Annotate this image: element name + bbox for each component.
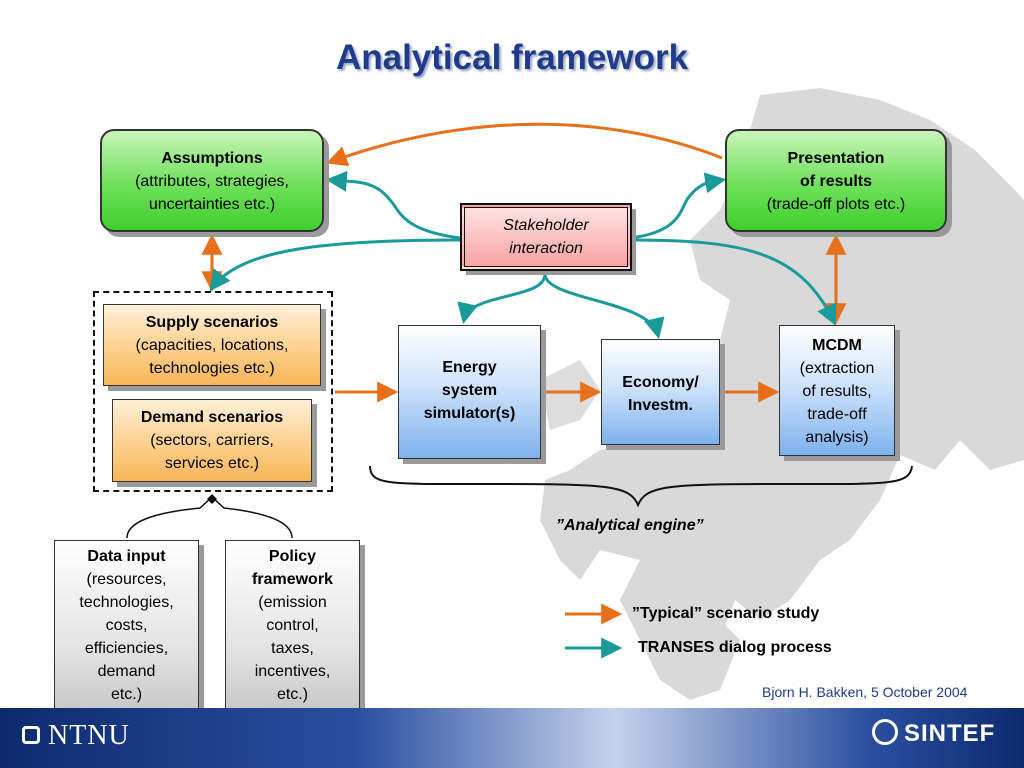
arrow-stakeholder-to-mcdm bbox=[629, 238, 837, 326]
energy-line: Energy bbox=[442, 359, 497, 376]
arrow-presentation-to-assumptions bbox=[326, 122, 723, 167]
legend-typical-scenario: ”Typical” scenario study bbox=[632, 605, 820, 622]
policy-line: control, bbox=[266, 617, 319, 634]
arrow-stakeholder-to-supply bbox=[209, 238, 461, 292]
data-input-box: Data input (resources, technologies, cos… bbox=[54, 540, 199, 717]
stakeholder-interaction-box: Stakeholder interaction bbox=[460, 203, 632, 271]
mcdm-line: analysis) bbox=[805, 429, 869, 446]
data-input-line: demand bbox=[97, 663, 156, 680]
mcdm-box: MCDM (extraction of results, trade-off a… bbox=[779, 325, 895, 456]
demand-heading: Demand scenarios bbox=[140, 409, 284, 426]
assumptions-line: uncertainties etc.) bbox=[148, 196, 276, 213]
presentation-heading: of results bbox=[799, 173, 872, 190]
presentation-heading: Presentation bbox=[787, 150, 885, 167]
demand-line: (sectors, carriers, bbox=[150, 432, 274, 449]
economy-line: Economy/ bbox=[622, 374, 699, 391]
legend-transes-dialog: TRANSES dialog process bbox=[638, 639, 832, 656]
mcdm-heading: MCDM bbox=[812, 337, 862, 354]
footer-bar bbox=[0, 708, 1024, 768]
ntnu-logo-text: NTNU bbox=[48, 720, 130, 751]
policy-heading: framework bbox=[252, 571, 333, 588]
data-input-line: efficiencies, bbox=[84, 640, 169, 657]
policy-line: etc.) bbox=[276, 686, 309, 703]
data-input-line: etc.) bbox=[110, 686, 143, 703]
economy-box: Economy/ Investm. bbox=[601, 339, 720, 445]
mcdm-line: (extraction bbox=[799, 360, 875, 377]
energy-line: simulator(s) bbox=[423, 405, 516, 422]
policy-line: incentives, bbox=[254, 663, 331, 680]
policy-framework-box: Policy framework (emission control, taxe… bbox=[225, 540, 360, 717]
ntnu-square-icon bbox=[22, 725, 40, 744]
policy-line: taxes, bbox=[271, 640, 314, 657]
connector-inputs-to-scenarios bbox=[126, 495, 293, 539]
mcdm-line: trade-off bbox=[807, 406, 867, 423]
analytical-engine-label: ”Analytical engine” bbox=[556, 517, 704, 534]
data-input-heading: Data input bbox=[87, 548, 166, 565]
assumptions-heading: Assumptions bbox=[161, 150, 263, 167]
energy-line: system bbox=[441, 382, 498, 399]
stakeholder-line: interaction bbox=[509, 240, 583, 257]
supply-scenarios-box: Supply scenarios (capacities, locations,… bbox=[103, 304, 321, 386]
presentation-line: (trade-off plots etc.) bbox=[766, 196, 906, 213]
economy-line: Investm. bbox=[628, 397, 693, 414]
policy-heading: Policy bbox=[268, 548, 317, 565]
arrow-stakeholder-to-economy bbox=[543, 273, 665, 340]
arrow-stakeholder-to-presentation bbox=[629, 172, 727, 240]
data-input-line: technologies, bbox=[79, 594, 174, 611]
assumptions-box: Assumptions (attributes, strategies, unc… bbox=[100, 129, 324, 232]
mcdm-line: of results, bbox=[802, 383, 872, 400]
author-date: Bjorn H. Bakken, 5 October 2004 bbox=[762, 684, 968, 700]
supply-line: (capacities, locations, bbox=[135, 337, 289, 354]
policy-line: (emission bbox=[258, 594, 327, 611]
sintef-logo-text: SINTEF bbox=[904, 720, 996, 747]
sintef-logo: SINTEF bbox=[872, 718, 996, 748]
data-input-line: costs, bbox=[105, 617, 148, 634]
sintef-ring-icon bbox=[872, 718, 898, 745]
assumptions-line: (attributes, strategies, bbox=[135, 173, 289, 190]
ntnu-logo: NTNU bbox=[22, 720, 130, 752]
energy-simulator-box: Energy system simulator(s) bbox=[398, 325, 541, 459]
analytical-engine-brace bbox=[369, 465, 913, 508]
slide-title: Analytical framework bbox=[335, 38, 689, 77]
demand-scenarios-box: Demand scenarios (sectors, carriers, ser… bbox=[112, 399, 312, 482]
arrow-stakeholder-to-assumptions bbox=[325, 170, 461, 240]
scenarios-group bbox=[93, 291, 333, 492]
arrow-stakeholder-to-energy bbox=[457, 273, 547, 325]
presentation-box: Presentation of results (trade-off plots… bbox=[725, 129, 947, 232]
stakeholder-line: Stakeholder bbox=[503, 217, 589, 234]
demand-line: services etc.) bbox=[164, 455, 260, 472]
data-input-line: (resources, bbox=[86, 571, 167, 588]
supply-line: technologies etc.) bbox=[149, 360, 275, 377]
supply-heading: Supply scenarios bbox=[145, 314, 279, 331]
